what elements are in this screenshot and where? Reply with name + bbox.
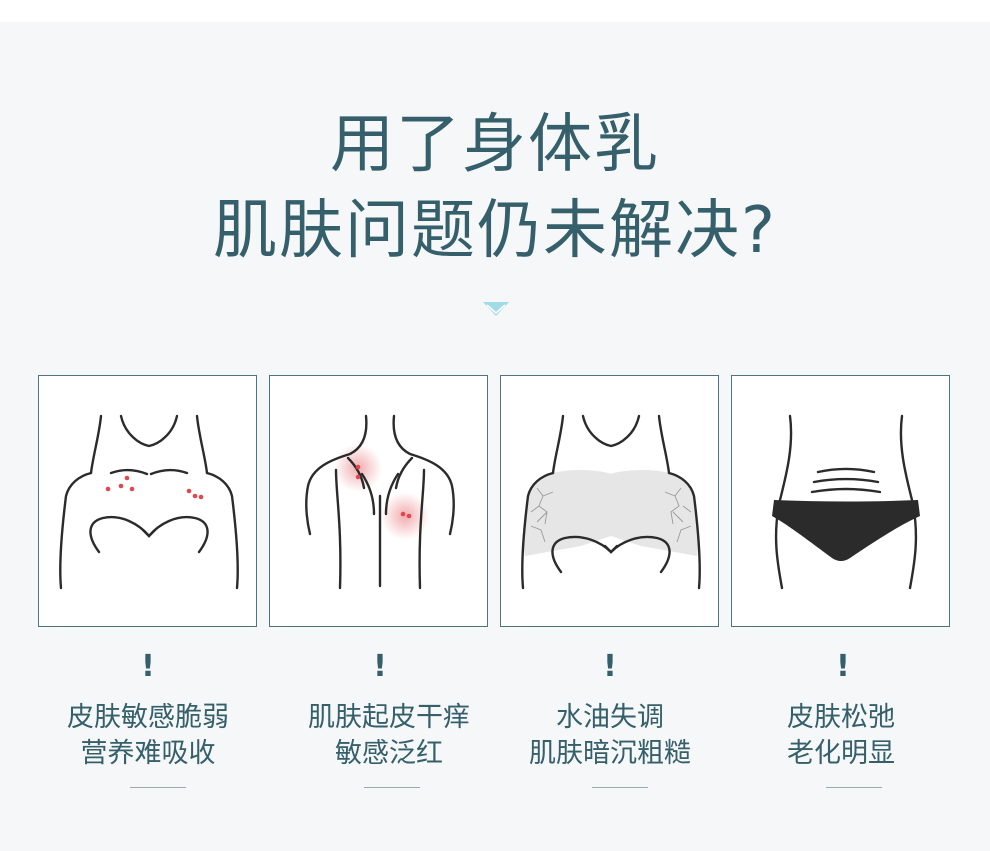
problem-caption: 皮肤敏感脆弱 营养难吸收 <box>33 700 263 772</box>
exclamation-icon: ! <box>836 649 850 684</box>
divider <box>592 787 648 788</box>
exclamation-icon: ! <box>141 649 155 684</box>
caption-line-2: 敏感泛红 <box>335 738 443 769</box>
problem-section: 用了身体乳 肌肤问题仍未解决? <box>0 22 990 851</box>
caption-line-1: 皮肤松弛 <box>787 702 895 733</box>
chest-illustration <box>59 414 239 590</box>
problem-card-dry-itchy <box>269 375 488 627</box>
divider <box>130 787 186 788</box>
problem-card-rough <box>500 375 719 627</box>
problem-card-sensitive <box>38 375 257 627</box>
divider <box>826 787 882 788</box>
divider <box>364 787 420 788</box>
caption-line-2: 肌肤暗沉粗糙 <box>529 738 691 769</box>
exclamation-icon: ! <box>603 649 617 684</box>
title-line-2: 肌肤问题仍未解决? <box>213 194 777 268</box>
chevron-down-icon <box>483 302 509 316</box>
caption-line-2: 营养难吸收 <box>80 738 216 769</box>
caption-line-1: 皮肤敏感脆弱 <box>67 702 229 733</box>
problem-caption: 肌肤起皮干痒 敏感泛红 <box>274 700 504 772</box>
caption-line-2: 老化明显 <box>787 738 895 769</box>
title-line-1: 用了身体乳 <box>330 108 660 182</box>
rough-skin-illustration <box>521 414 701 590</box>
irritation-dots <box>105 475 204 500</box>
exclamation-icon: ! <box>373 649 387 684</box>
problem-caption: 皮肤松弛 老化明显 <box>726 700 956 772</box>
page-title: 用了身体乳 肌肤问题仍未解决? <box>0 102 990 274</box>
back-illustration <box>305 414 455 590</box>
problem-card-aging <box>731 375 950 627</box>
caption-line-1: 水油失调 <box>556 702 664 733</box>
waist-illustration <box>772 414 920 590</box>
problem-caption: 水油失调 肌肤暗沉粗糙 <box>495 700 725 772</box>
caption-line-1: 肌肤起皮干痒 <box>308 702 470 733</box>
